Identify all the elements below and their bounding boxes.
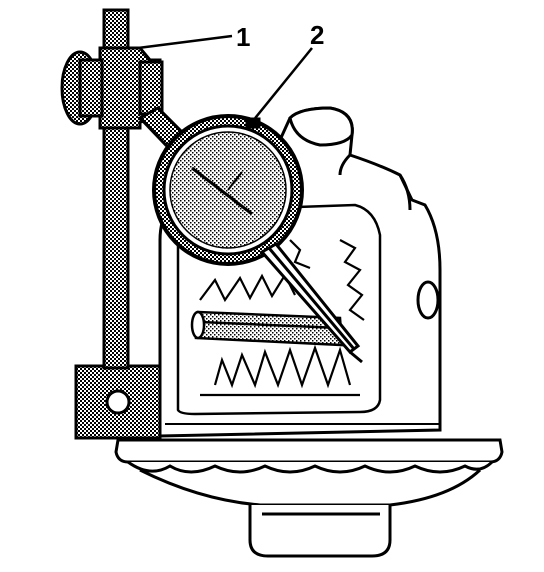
indicator-plunger — [259, 242, 363, 364]
differential-base-flange — [114, 438, 504, 558]
leader-2 — [251, 47, 313, 123]
callout-label-1: 1 — [236, 22, 250, 52]
rod-clamp — [60, 46, 164, 130]
leader-1 — [137, 34, 233, 50]
callout-label-2: 2 — [310, 20, 324, 50]
magnetic-base — [74, 364, 162, 440]
callout-leaders — [137, 34, 313, 123]
dial-indicator — [152, 114, 304, 266]
